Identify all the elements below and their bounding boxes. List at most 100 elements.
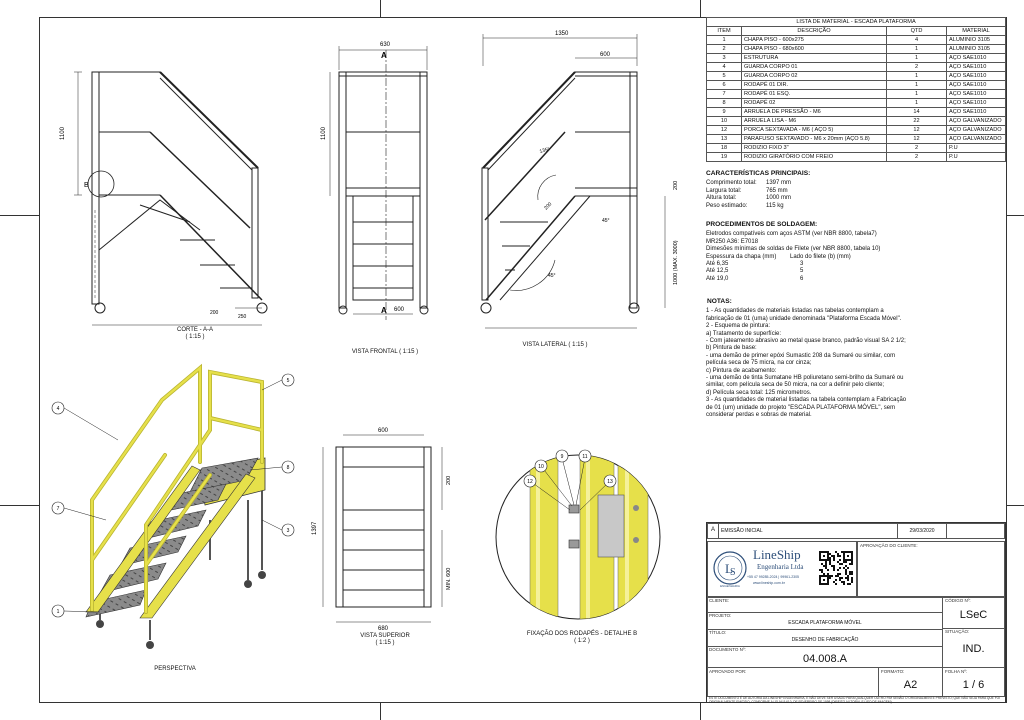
descricao-cell: RODAPÉ 02 [741, 98, 887, 108]
descricao-cell: RODAPÉ 01 DIR. [741, 80, 887, 90]
note-line: - uma demão de primer epóxi Sumastic 208… [706, 352, 896, 359]
qtd-cell: 12 [886, 134, 947, 144]
qr-module [835, 575, 837, 577]
qr-module [845, 559, 847, 561]
qr-module [823, 551, 825, 553]
folha-value: 1 / 6 [962, 679, 985, 691]
qr-module [827, 555, 829, 557]
qr-module [819, 583, 821, 585]
material-cell: ALUMINIO 3105 [946, 35, 1006, 45]
qr-module [851, 571, 853, 573]
material-cell: P.U [946, 152, 1006, 162]
qr-module [839, 555, 841, 557]
descricao-cell: PARAFUSO SEXTAVADO - M6 x 20mm (AÇO 5.8) [741, 134, 887, 144]
welding-cell: Até 12,5 [706, 268, 729, 275]
qr-module [849, 583, 851, 585]
qr-module [827, 577, 829, 579]
header-material: MATERIAL [946, 26, 1006, 36]
side-dim-length: 1350 [555, 31, 569, 37]
welding-table: Espessura da chapa (mm)Lado do filete (b… [706, 254, 1001, 284]
item-cell: 12 [706, 125, 742, 135]
welding-cell: Lado do filete (b) (mm) [790, 253, 851, 260]
revision-date: 29/03/2020 [909, 528, 935, 534]
qtd-cell: 2 [886, 152, 947, 162]
header-qtd: QTD [886, 26, 947, 36]
qr-module [827, 559, 829, 561]
notes-section: NOTAS: 1 - As quantidades de materiais l… [706, 298, 1001, 420]
qr-module [849, 559, 851, 561]
welding-line: MR250 A36: E7018 [706, 238, 759, 245]
characteristic-label: Comprimento total: [706, 180, 757, 187]
notes-lines: 1 - As quantidades de materiais listadas… [706, 308, 1001, 419]
characteristic-value: 1000 mm [766, 195, 792, 202]
aprovado-label: APROVADO POR: [709, 669, 747, 674]
qr-module [837, 575, 839, 577]
descricao-cell: GUARDA CORPO 02 [741, 71, 887, 81]
qr-module [829, 557, 831, 559]
qr-module [851, 577, 853, 579]
item-cell: 4 [706, 62, 742, 72]
qr-module [851, 561, 853, 563]
item-cell: 10 [706, 116, 742, 126]
qr-module [851, 553, 853, 555]
qr-module [825, 551, 827, 553]
side-dim-height-max: 1000 (MAX. 3000) [673, 240, 679, 285]
front-dim-step: 600 [394, 307, 405, 313]
qr-module [829, 575, 831, 577]
qr-module [847, 567, 849, 569]
aprovacao-label: APROVAÇÃO DO CLIENTE: [860, 543, 918, 548]
material-list-table: LISTA DE MATERIAL - ESCADA PLATAFORMA IT… [706, 17, 1006, 162]
qtd-cell: 1 [886, 89, 947, 99]
qr-module [827, 573, 829, 575]
qtd-cell: 1 [886, 71, 947, 81]
front-dim-height: 1100 [321, 126, 327, 140]
qr-module [851, 555, 853, 557]
qr-code [819, 551, 853, 585]
seal-text: ENGENHARIA [720, 584, 740, 588]
qr-module [819, 557, 821, 559]
qr-module [833, 567, 835, 569]
titulo-value: DESENHO DE FABRICAÇÃO [791, 637, 859, 643]
descricao-cell: PORCA SEXTAVADA - M6 ( AÇO 5) [741, 125, 887, 135]
title-block: A EMISSÃO INICIAL 29/03/2020 L S ENGENHA… [706, 522, 1006, 703]
welding-cell: 3 [790, 261, 804, 268]
company-web: www.lineship.com.br [753, 581, 785, 585]
qr-module [843, 581, 845, 583]
qr-module [819, 559, 821, 561]
qr-module [823, 555, 825, 557]
item-cell: 18 [706, 143, 742, 153]
qr-module [819, 555, 821, 557]
header-descricao: DESCRIÇÃO [741, 26, 887, 36]
header-item: ITEM [706, 26, 742, 36]
qr-module [845, 577, 847, 579]
qr-module [845, 551, 847, 553]
top-dim-length: 1397 [312, 521, 318, 535]
qr-module [843, 553, 845, 555]
qr-module [829, 577, 831, 579]
qr-module [839, 567, 841, 569]
qr-module [827, 579, 829, 581]
characteristic-item: Peso estimado:115 kg [706, 203, 1001, 210]
front-view-drawing [329, 46, 429, 320]
section-marker-bottom: A [381, 306, 387, 315]
note-line: - Com jateamento abrasivo ao metal quase… [706, 338, 906, 345]
material-list-title: LISTA DE MATERIAL - ESCADA PLATAFORMA [706, 17, 1006, 27]
qr-module [825, 583, 827, 585]
qr-module [847, 575, 849, 577]
cliente-label: CLIENTE: [709, 598, 730, 603]
material-cell: AÇO GALVANIZADO [946, 134, 1006, 144]
qr-module [819, 575, 821, 577]
qr-module [851, 551, 853, 553]
qr-module [819, 551, 821, 553]
balloon-8: 8 [287, 465, 290, 471]
qr-module [835, 579, 837, 581]
qtd-cell: 22 [886, 116, 947, 126]
top-view-drawing [322, 434, 443, 623]
qr-module [845, 561, 847, 563]
perspective-title: PERSPECTIVA [154, 666, 196, 672]
qr-module [821, 583, 823, 585]
balloon-9: 9 [561, 454, 564, 460]
